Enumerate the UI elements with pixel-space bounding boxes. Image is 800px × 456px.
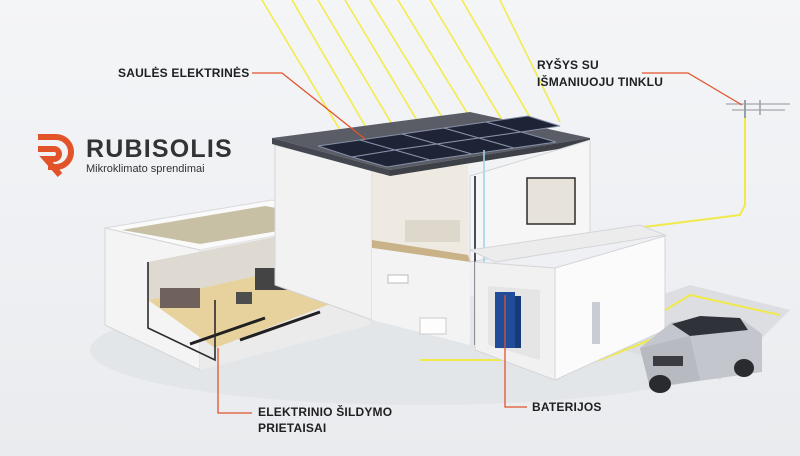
callout-electric-heating-line1: ELEKTRINIO ŠILDYMO	[258, 405, 393, 419]
upper-window	[526, 177, 576, 225]
callout-solar-power-plants: SAULĖS ELEKTRINĖS	[118, 66, 250, 80]
sofa	[160, 288, 200, 308]
floor-heating	[189, 310, 321, 346]
brand-tagline: Mikroklimato sprendimai	[86, 163, 205, 175]
callout-smart-grid-line1: RYŠYS SU	[537, 58, 599, 72]
inverter	[592, 302, 600, 344]
rubisolis-logo-icon	[38, 134, 74, 177]
sun-rays	[261, 0, 561, 151]
bedroom-floor	[372, 240, 470, 262]
chair	[236, 292, 252, 304]
grid-cable	[619, 118, 746, 231]
wall-heater	[419, 317, 447, 335]
annex-roof	[468, 224, 667, 263]
utility-pole	[726, 100, 790, 125]
living-room-back-wall	[148, 232, 300, 300]
main-roof-edge-right	[390, 138, 590, 176]
callout-smart-grid-line2: IŠMANIUOJU TINKLU	[537, 75, 664, 89]
callout-electric-heating-line2: PRIETAISAI	[258, 421, 327, 435]
brand-logo: RUBISOLIS Mikroklimato sprendimai	[34, 131, 254, 181]
bed	[405, 220, 460, 242]
brand-name: RUBISOLIS	[86, 135, 233, 163]
main-roof-edge	[272, 138, 390, 176]
car	[640, 316, 762, 393]
living-room-window	[147, 262, 216, 362]
solar-panels	[317, 115, 561, 168]
leader-lines	[217, 72, 743, 414]
battery-unit-side	[515, 296, 521, 348]
callout-batteries: BATERIJOS	[532, 400, 602, 414]
basin	[387, 274, 409, 284]
